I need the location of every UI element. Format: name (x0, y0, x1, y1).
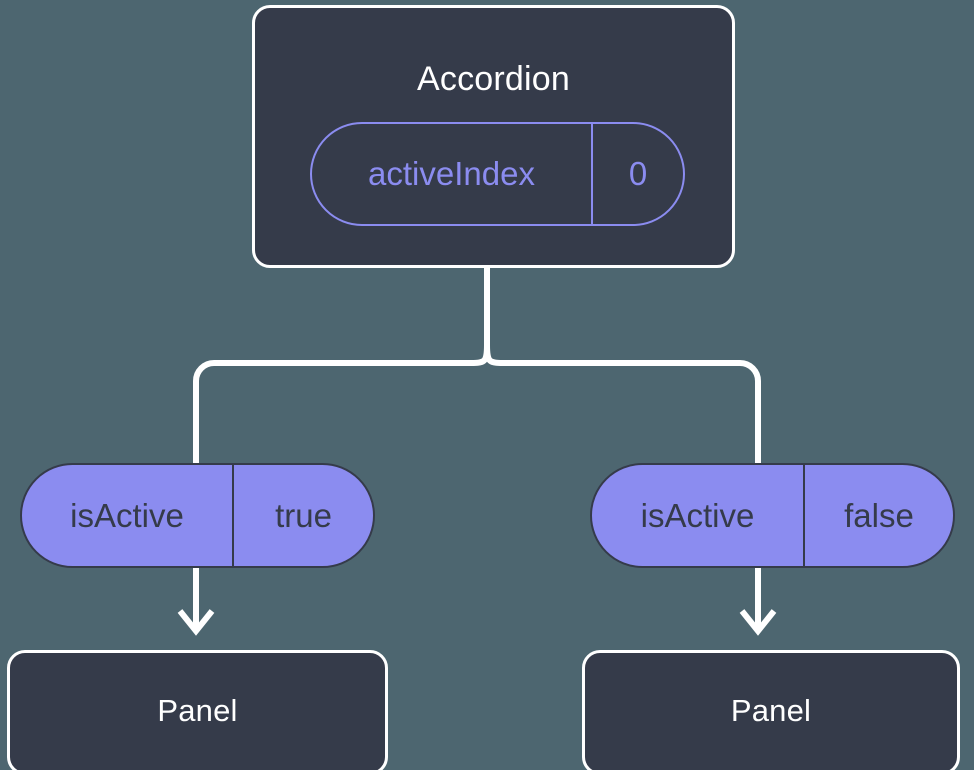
node-panel-left[interactable]: Panel (7, 650, 388, 770)
prop-badge-is-active-false-value: false (844, 496, 914, 534)
node-panel-right-title: Panel (730, 693, 812, 728)
prop-badge-is-active-false-key: isActive (592, 465, 805, 566)
connector-fork-left (193, 344, 490, 463)
prop-badge-is-active-true[interactable]: isActive true (20, 463, 375, 568)
state-badge-active-index-key: activeIndex (312, 124, 593, 224)
prop-badge-is-active-false[interactable]: isActive false (590, 463, 955, 568)
arrow-right-head-icon (739, 609, 777, 636)
state-badge-active-index[interactable]: activeIndex 0 (310, 122, 685, 226)
arrow-left-head-icon (177, 609, 215, 636)
node-panel-right[interactable]: Panel (582, 650, 960, 770)
connector-fork (484, 344, 761, 463)
prop-badge-is-active-true-value: true (275, 496, 332, 534)
node-accordion-title: Accordion (417, 60, 570, 98)
state-badge-active-index-value: 0 (628, 155, 648, 192)
prop-badge-is-active-true-key: isActive (22, 465, 234, 566)
node-accordion[interactable]: Accordion activeIndex 0 (252, 5, 735, 268)
node-panel-left-title: Panel (157, 693, 238, 728)
